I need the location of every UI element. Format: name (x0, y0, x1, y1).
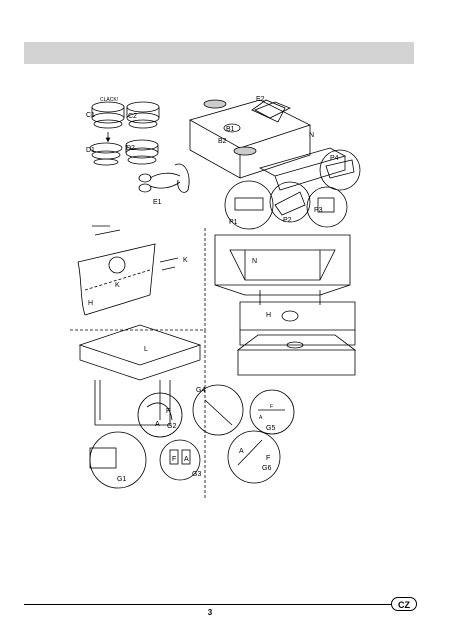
hood-side-view (78, 324, 202, 426)
wall-plate-h (77, 225, 179, 316)
detail-g1 (89, 431, 147, 489)
label-p3: P3 (314, 207, 323, 214)
label-a-g2: A (155, 421, 160, 428)
filter-ring-d2 (125, 139, 159, 165)
label-n-right: N (252, 258, 257, 265)
filter-ring-c2 (126, 101, 160, 129)
label-c2: C2 (128, 113, 137, 120)
label-clack: CLACK! (100, 97, 118, 103)
wall-plate-right (239, 301, 356, 346)
detail-g2 (137, 392, 183, 438)
label-f-g2: F (166, 408, 170, 415)
label-b2: B2 (218, 138, 227, 145)
label-d2: D2 (126, 145, 135, 152)
label-e2: E2 (256, 96, 265, 103)
label-b1: B1 (226, 126, 235, 133)
detail-p4 (319, 149, 361, 191)
label-h-right: H (266, 312, 271, 319)
scissors-icon (138, 163, 190, 193)
label-g1: G1 (117, 476, 126, 483)
label-k-2: K (115, 282, 120, 289)
label-e1: E1 (153, 199, 162, 206)
label-g2: G2 (167, 423, 176, 430)
page-number: 3 (207, 608, 213, 617)
label-g4: G4 (196, 387, 205, 394)
label-f-g6: F (266, 455, 270, 462)
detail-g6 (227, 430, 281, 484)
diagram-labels: CLACK! C1 C2 D1 D2 E1 E2 B1 B2 N P1 P2 P… (86, 96, 339, 483)
detail-p2 (269, 181, 311, 223)
hood-body-top (188, 99, 347, 191)
label-p1: P1 (229, 219, 238, 226)
label-g6: G6 (262, 465, 271, 472)
label-n-top: N (309, 132, 314, 139)
label-l: L (144, 346, 148, 353)
label-f-g3: F (172, 456, 176, 463)
detail-g3 (159, 439, 201, 481)
label-d1: D1 (86, 147, 95, 154)
detail-p3 (306, 186, 348, 228)
label-p2: P2 (283, 217, 292, 224)
detail-g4 (192, 384, 244, 436)
label-p4: P4 (330, 155, 339, 162)
label-g3: G3 (192, 471, 201, 478)
label-c1: C1 (86, 112, 95, 119)
detail-p1 (224, 180, 274, 230)
label-a-g6: A (239, 448, 244, 455)
label-a-g3: A (184, 456, 189, 463)
label-f-g5: F (270, 404, 273, 410)
detail-g5 (249, 389, 295, 435)
hood-bottom-right (236, 334, 357, 376)
label-h-left: H (88, 300, 93, 307)
header-band (24, 42, 414, 64)
footer-rule (24, 604, 391, 605)
filter-ring-d1 (89, 142, 123, 166)
hood-underside (214, 234, 351, 305)
language-badge: CZ (391, 597, 417, 611)
filter-ring-c1 (91, 101, 125, 143)
label-g5: G5 (266, 425, 275, 432)
label-k-1: K (183, 257, 188, 264)
label-a-g5: A (259, 415, 263, 421)
